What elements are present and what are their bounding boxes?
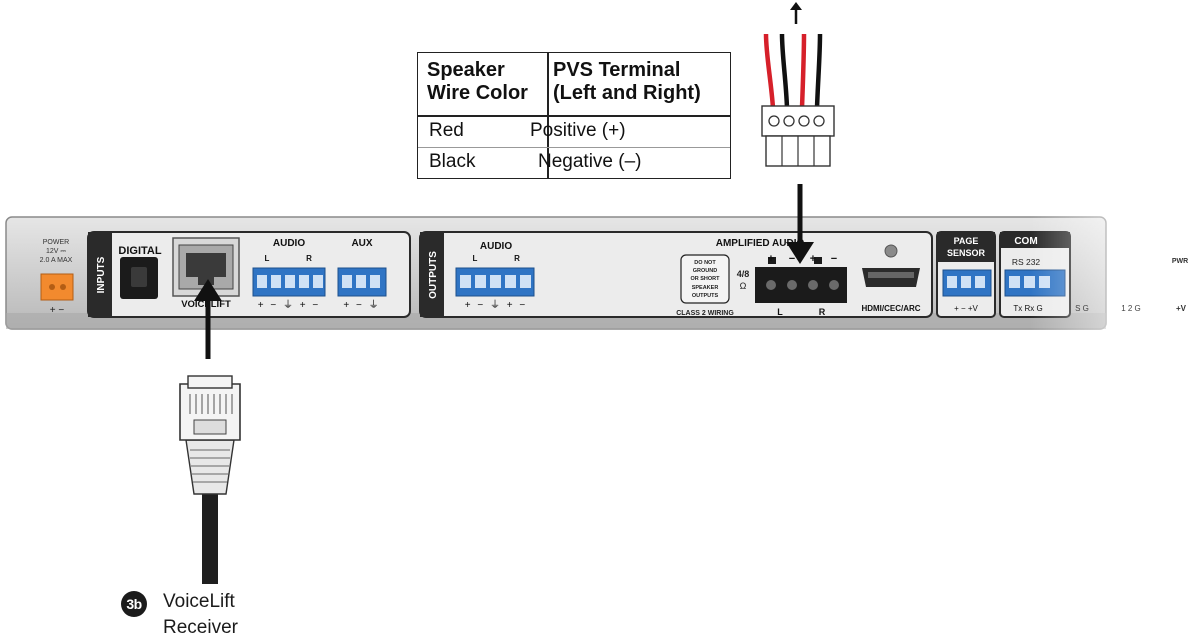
amp-pin-label: + xyxy=(810,253,816,265)
table-header-line: Wire Color xyxy=(427,82,528,104)
table-header-terminal: PVS Terminal (Left and Right) xyxy=(553,59,701,105)
rj45-cable xyxy=(179,375,241,584)
extra-pins-label: S G xyxy=(1075,304,1089,313)
speaker-connector-plug xyxy=(761,105,835,167)
speaker-wiring-table: Speaker Wire Color PVS Terminal (Left an… xyxy=(417,52,731,179)
rs232-label: RS 232 xyxy=(1012,257,1041,267)
audio-out-l-label: L xyxy=(473,254,478,263)
amplified-audio-label: AMPLIFIED AUDIO xyxy=(716,238,805,249)
audio-in-l-label: L xyxy=(265,254,270,263)
wire-black-left xyxy=(779,33,790,109)
aux-label: AUX xyxy=(351,238,372,249)
table-row-color: Red xyxy=(429,120,464,141)
inputs-label: INPUTS xyxy=(96,256,107,293)
power-polarity-label: + − xyxy=(50,305,65,316)
wire-red-right xyxy=(799,33,807,109)
power-label-line: 2.0 A MAX xyxy=(40,257,73,264)
com-label: COM xyxy=(1014,236,1037,247)
audio-out-r-label: R xyxy=(514,254,520,263)
amp-pin-label: − xyxy=(831,253,837,265)
table-header-line: (Left and Right) xyxy=(553,82,701,104)
amp-pin-label: − xyxy=(789,253,795,265)
page-sensor-pins-label: + − +V xyxy=(954,304,978,313)
table-row-color: Black xyxy=(429,151,476,172)
warning-line: GROUND xyxy=(693,268,717,274)
voicelift-receiver-callout: 3b VoiceLift Receiver xyxy=(121,589,273,641)
callout-label-line: VoiceLift xyxy=(163,591,235,612)
speaker-insert-arrow xyxy=(786,184,814,264)
step-badge: 3b xyxy=(121,591,147,617)
digital-label: DIGITAL xyxy=(118,245,161,257)
impedance-label: 4/8 xyxy=(737,269,750,279)
power-label-line: POWER xyxy=(43,239,69,246)
audio-in-r-label: R xyxy=(306,254,312,263)
speaker-wire-assembly xyxy=(761,2,835,167)
extra-pins-label: 1 2 G xyxy=(1121,304,1141,313)
wire-red-left xyxy=(763,33,776,109)
warning-line: OUTPUTS xyxy=(692,293,719,299)
page-sensor-label: SENSOR xyxy=(947,248,986,258)
device-rear-panel: POWER 12V ⎓ 2.0 A MAX + − INPUTS DIGITAL… xyxy=(5,205,1195,345)
audio-out-pins-label: + − ⏚ + − xyxy=(465,299,527,311)
outputs-label: OUTPUTS xyxy=(428,251,439,299)
table-row-terminal: Positive (+) xyxy=(530,120,626,141)
pwr-label: PWR xyxy=(1172,258,1188,265)
table-header-line: PVS Terminal xyxy=(553,59,681,81)
aux-pins-label: + − ⏚ xyxy=(343,299,380,311)
audio-out-label: AUDIO xyxy=(480,241,512,252)
amp-pin-label: + xyxy=(768,253,774,265)
table-header-line: Speaker xyxy=(427,59,505,81)
rs232-pins-label: Tx Rx G xyxy=(1013,304,1042,313)
amp-r-label: R xyxy=(819,307,826,317)
warning-box xyxy=(680,254,730,304)
callout-label: VoiceLift Receiver xyxy=(163,589,273,641)
warning-line: SPEAKER xyxy=(692,285,719,291)
table-header-color: Speaker Wire Color xyxy=(427,59,528,105)
voicelift-insert-arrow xyxy=(194,279,222,359)
warning-line: DO NOT xyxy=(694,260,716,266)
impedance-unit: Ω xyxy=(740,281,747,291)
plus-v-label: +V xyxy=(1176,304,1187,313)
warning-line: OR SHORT xyxy=(690,276,720,282)
amp-l-label: L xyxy=(777,307,783,317)
power-connector xyxy=(40,273,74,301)
audio-in-pins-label: + − ⏚ + − xyxy=(258,299,320,311)
hdmi-label: HDMI/CEC/ARC xyxy=(861,304,920,313)
page-sensor-label: PAGE xyxy=(954,236,979,246)
power-label-line: 12V ⎓ xyxy=(46,248,66,255)
table-row-terminal: Negative (–) xyxy=(538,151,642,172)
class2-label: CLASS 2 WIRING xyxy=(676,310,734,317)
wire-black-right xyxy=(814,33,823,109)
audio-in-label: AUDIO xyxy=(273,238,305,249)
callout-label-line: Receiver xyxy=(163,617,238,638)
